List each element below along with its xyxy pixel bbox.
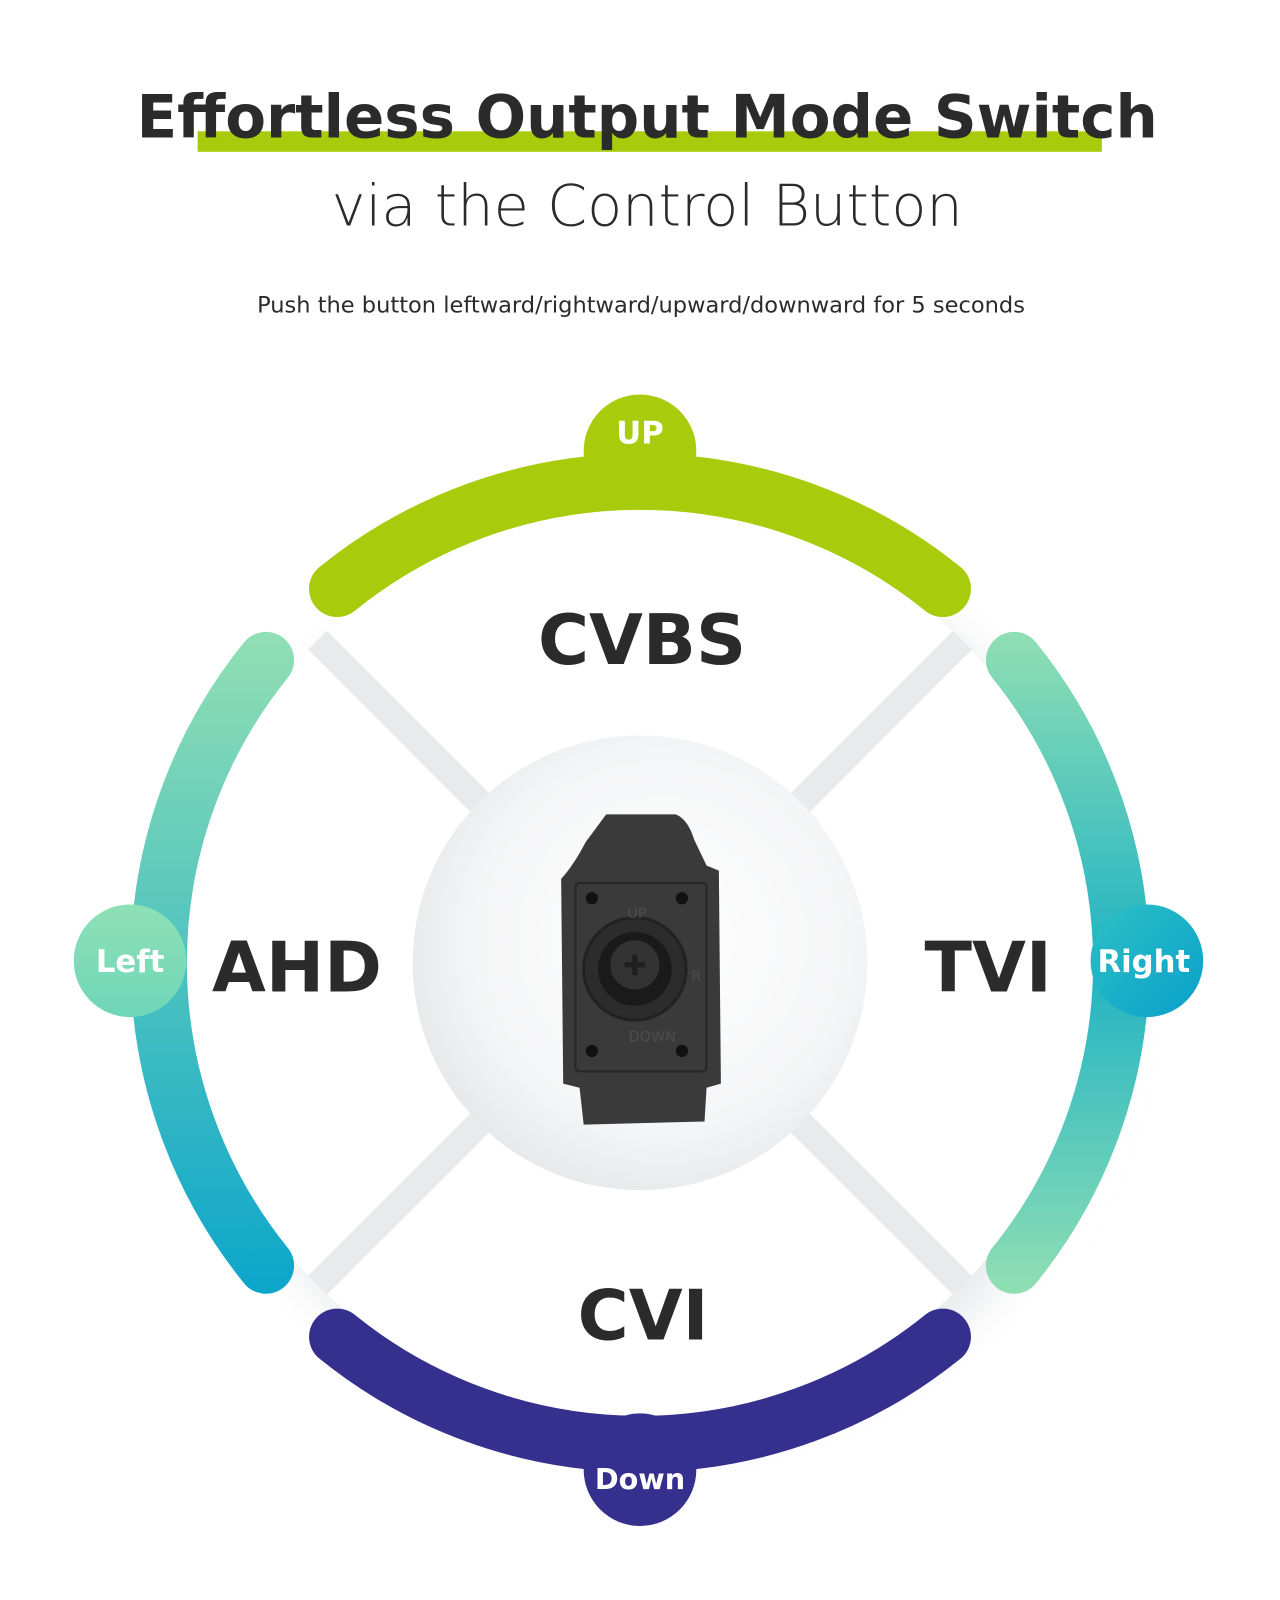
button-label-down: DOWN [629, 1030, 676, 1046]
direction-up: UP [583, 394, 697, 508]
direction-left: Left [73, 904, 187, 1018]
title: Effortless Output Mode Switch [137, 83, 1158, 152]
mode-cvi: CVI [578, 1276, 709, 1357]
control-button-image: UP DOWN R [561, 814, 721, 1125]
subtitle: via the Control Button [332, 173, 963, 240]
direction-up-label: UP [616, 416, 663, 452]
mode-tvi: TVI [925, 927, 1052, 1008]
mode-ahd: AHD [212, 927, 382, 1008]
direction-right-label: Right [1097, 944, 1190, 980]
instruction-text: Push the button leftward/rightward/upwar… [257, 293, 1025, 319]
mode-cvbs: CVBS [538, 600, 746, 681]
button-label-right: R [691, 969, 701, 985]
direction-down: Down [583, 1413, 697, 1527]
button-label-up: UP [627, 906, 646, 922]
title-highlight [197, 131, 1102, 152]
direction-right: Right [1090, 904, 1204, 1018]
direction-left-label: Left [96, 944, 164, 980]
direction-down-label: Down [595, 1462, 685, 1496]
